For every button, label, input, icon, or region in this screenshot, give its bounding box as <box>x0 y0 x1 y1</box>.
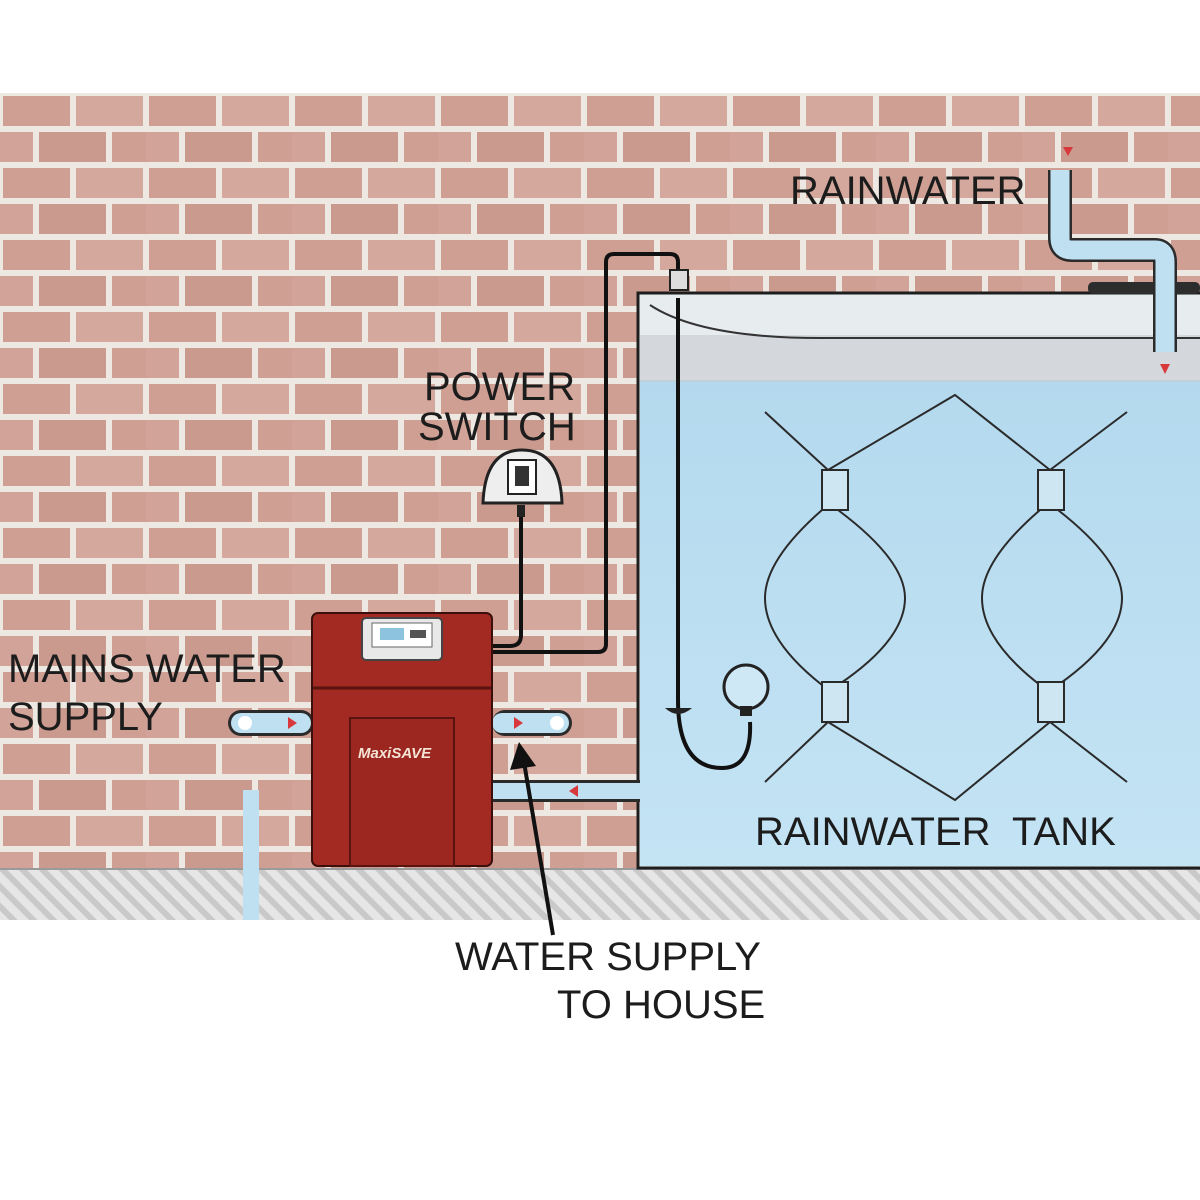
rain-inflow-arrow <box>1063 147 1073 156</box>
mains-underground-pipe <box>243 790 259 920</box>
unit-brand-logo: MaxiSAVE <box>358 745 432 762</box>
rainwater-tank-label: RAINWATER TANK <box>755 810 1116 854</box>
mains-inlet-pipe <box>228 710 314 736</box>
mains-water-label-line2: SUPPLY <box>8 695 163 739</box>
float-switch-cable <box>492 252 753 771</box>
power-switch-label-line1: POWER <box>424 365 575 409</box>
power-switch <box>481 448 564 648</box>
house-outlet-pipe <box>492 710 572 736</box>
rainwater-downpipe <box>1048 147 1177 374</box>
rainwater-tank <box>636 282 1200 870</box>
tank-inflow-arrow <box>1160 364 1170 374</box>
power-switch-label-line2: SWITCH <box>418 405 576 449</box>
inlet-filter <box>1088 282 1200 294</box>
water-supply-label-line1: WATER SUPPLY <box>455 935 761 979</box>
float-ball <box>665 663 770 716</box>
tank-internal-frame <box>763 393 1128 802</box>
pump-unit: MaxiSAVE <box>311 612 493 867</box>
rainwater-label: RAINWATER <box>790 169 1026 213</box>
water-supply-label-line2: TO HOUSE <box>557 983 765 1027</box>
ground-hatch <box>0 868 1200 920</box>
mains-water-label-line1: MAINS WATER <box>8 647 286 691</box>
water-supply-pointer-arrow <box>510 742 555 936</box>
tank-supply-pipe <box>492 780 640 802</box>
